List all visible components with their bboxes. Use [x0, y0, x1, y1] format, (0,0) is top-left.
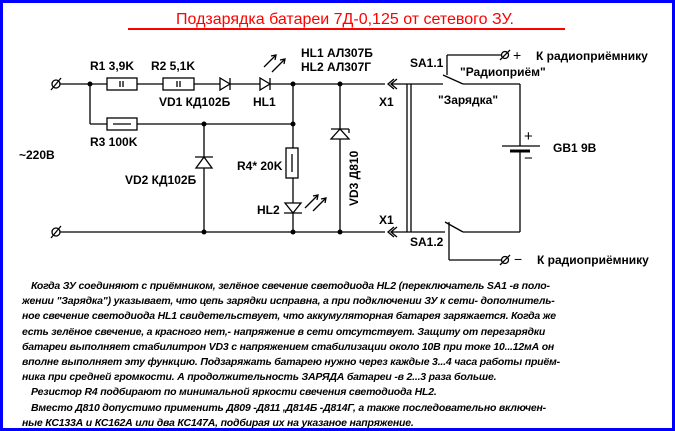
description-text: Когда ЗУ соединяют с приёмником, зелёное…: [22, 279, 662, 429]
junction-dots: [87, 81, 343, 235]
description-line: Вместо Д810 допустимо применить Д809 -Д8…: [31, 401, 546, 414]
description-line: есть зелёное свечение, а красного нет,- …: [22, 325, 546, 338]
label-radio-mode: "Радиоприём": [460, 65, 546, 79]
description-line: Когда ЗУ соединяют с приёмником, зелёное…: [31, 280, 550, 292]
circuit-schematic: Подзарядка батареи 7Д-0,125 от сетевого …: [19, 11, 649, 267]
description-line: жении "Зарядка") указывает, что цепь зар…: [22, 295, 555, 308]
mains-terminal-top: [50, 77, 62, 91]
label-hl1: HL1: [253, 95, 276, 109]
label-r3: R3 100K: [90, 135, 138, 149]
label-output-plus: К радиоприёмнику: [536, 49, 648, 63]
mains-terminal-bottom: [50, 225, 62, 239]
led-hl2: [283, 194, 327, 215]
description-line: Резистор R4 подбирают по минимальной ярк…: [31, 386, 437, 399]
label-x1-top: X1: [379, 95, 394, 109]
label-hl2: HL2: [257, 203, 280, 217]
page-title: Подзарядка батареи 7Д-0,125 от сетевого …: [176, 11, 514, 28]
connector-x1-top: [386, 78, 398, 90]
resistor-r3: [106, 117, 138, 131]
label-output-plus-sign: +: [513, 47, 521, 63]
label-battery: GB1 9В: [553, 141, 597, 155]
label-r4: R4* 20K: [237, 159, 283, 173]
label-sa1-1: SA1.1: [410, 56, 444, 70]
wires: [60, 54, 521, 261]
label-r1: R1 3,9K: [90, 59, 134, 73]
label-x1-bottom: X1: [379, 213, 394, 227]
description-line: батареи выполняет стабилитрон VD3 с напр…: [22, 340, 555, 353]
description-line: ные КС133А и КС162А или два КС147А, подб…: [22, 416, 414, 429]
label-hl-type-2: HL2 АЛ307Г: [301, 60, 371, 74]
connector-x1-bottom: [386, 226, 398, 238]
switch-sa1-2: [444, 221, 464, 233]
resistor-r1: [106, 77, 138, 91]
label-charge-mode: "Зарядка": [438, 93, 498, 107]
label-output-minus: К радиоприёмнику: [537, 253, 649, 267]
label-output-minus-sign: −: [514, 251, 522, 267]
label-r2: R2 5,1K: [151, 59, 195, 73]
label-battery-minus: −: [524, 150, 533, 167]
label-vd1: VD1 КД102Б: [159, 95, 231, 109]
zener-vd3: [329, 128, 351, 140]
switch-sa1-1: [442, 74, 464, 85]
output-terminal-minus: [499, 254, 511, 266]
description-line: ное свечение светодиода HL1 свидетельств…: [22, 310, 556, 323]
label-hl-type-1: HL1 АЛ307Б: [301, 46, 373, 60]
diode-vd2: [194, 155, 214, 169]
battery-gb1: [502, 145, 540, 153]
description-line: ника при средней громкости. А продолжите…: [22, 371, 497, 384]
label-sa1-2: SA1.2: [410, 235, 444, 249]
resistor-r4: [285, 147, 299, 179]
description-line: вполне выполняет эту функцию. Подзаряжат…: [22, 356, 560, 369]
diode-vd1: [219, 76, 232, 92]
label-mains: ~220В: [19, 148, 55, 162]
label-battery-plus: +: [524, 128, 533, 145]
resistor-r2: [162, 77, 195, 91]
label-vd2: VD2 КД102Б: [125, 173, 197, 187]
label-vd3: VD3 Д810: [347, 150, 361, 206]
output-terminal-plus: [499, 49, 511, 61]
led-hl1: [259, 54, 286, 92]
